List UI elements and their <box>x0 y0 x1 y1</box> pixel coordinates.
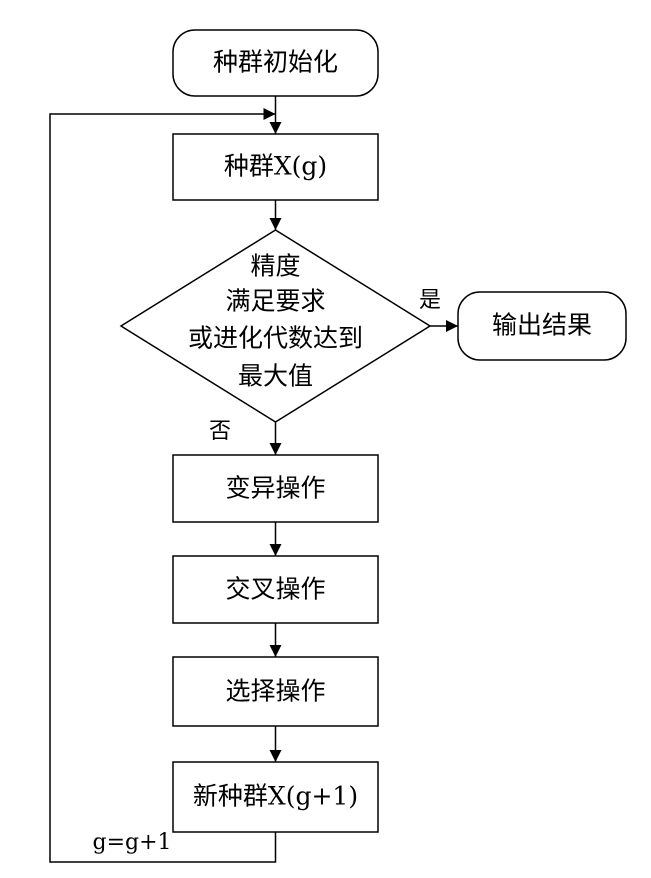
selection-node-label: 选择操作 <box>225 677 325 706</box>
crossover-node: 交叉操作 <box>172 555 379 624</box>
start-node: 种群初始化 <box>172 29 379 97</box>
increment-label: g=g+1 <box>92 830 171 855</box>
population-node-label: 种群X(g) <box>224 152 327 181</box>
decision-line-1: 精度 <box>250 252 300 281</box>
new-population-node-label: 新种群X(g+1) <box>193 782 358 811</box>
mutation-node-label: 变异操作 <box>225 474 325 503</box>
decision-line-4: 最大值 <box>238 362 313 391</box>
decision-line-2: 满足要求 <box>225 287 325 316</box>
population-node: 种群X(g) <box>172 133 379 201</box>
decision-line-3: 或进化代数达到 <box>188 324 363 353</box>
crossover-node-label: 交叉操作 <box>225 575 325 604</box>
decision-node: 精度 满足要求 或进化代数达到 最大值 <box>119 229 432 423</box>
mutation-node: 变异操作 <box>172 454 379 523</box>
selection-node: 选择操作 <box>172 656 379 727</box>
new-population-node: 新种群X(g+1) <box>172 761 379 833</box>
yes-label: 是 <box>419 288 441 313</box>
edge-loop-back <box>49 108 277 863</box>
output-node-label: 输出结果 <box>492 311 592 340</box>
start-node-label: 种群初始化 <box>213 48 338 77</box>
no-label: 否 <box>209 419 231 444</box>
output-node: 输出结果 <box>457 291 627 361</box>
